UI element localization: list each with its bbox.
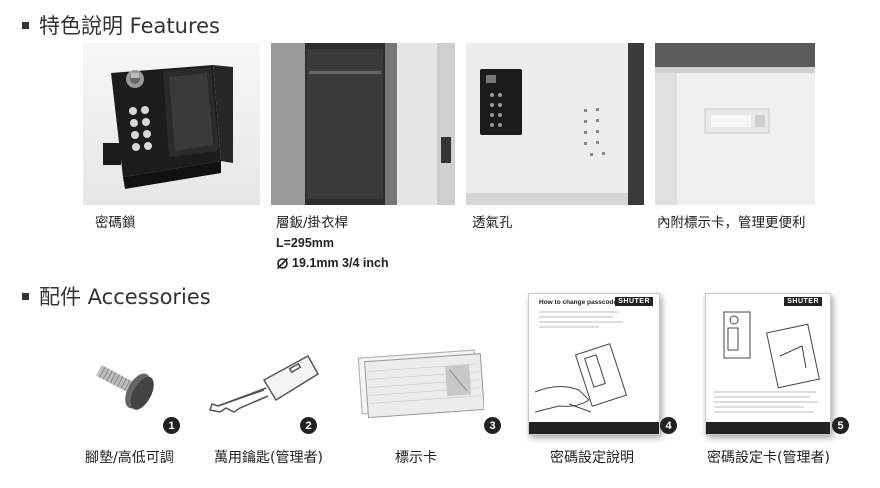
ventilation-image xyxy=(466,43,644,205)
label-holder-image xyxy=(655,43,815,205)
label-holder-photo xyxy=(655,43,815,205)
combination-lock-photo xyxy=(83,43,260,205)
feature-caption-label: 內附標示卡，管理更便利 xyxy=(657,215,806,231)
manual-heading: How to change passcode: xyxy=(539,299,620,306)
accessory-number-4: 4 xyxy=(660,417,677,434)
hanger-diameter-text: 19.1mm 3/4 inch xyxy=(292,256,389,270)
manual-illustration xyxy=(529,311,659,434)
card-brand-logo: SHUTER xyxy=(784,297,822,306)
diameter-icon xyxy=(276,257,289,269)
accessory-caption-key: 萬用鑰匙(管理者) xyxy=(214,450,323,466)
feature-caption-vent: 透氣孔 xyxy=(472,215,513,231)
manual-brand-logo: SHUTER xyxy=(615,297,653,306)
shelf-hanger-photo xyxy=(271,43,455,205)
accessory-number-3: 3 xyxy=(484,417,501,434)
accessories-title: 配件 Accessories xyxy=(22,281,211,311)
features-title: 特色說明 Features xyxy=(22,10,220,40)
combination-lock-image xyxy=(83,43,260,205)
accessories-title-text: 配件 Accessories xyxy=(39,285,211,309)
card-illustration xyxy=(706,311,830,434)
leveling-foot-image xyxy=(96,364,154,410)
accessory-caption-foot: 腳墊/高低可調 xyxy=(85,450,174,466)
features-title-text: 特色說明 Features xyxy=(39,14,220,38)
passcode-card-image: SHUTER xyxy=(705,293,831,435)
label-card-image xyxy=(357,349,484,419)
master-key-image xyxy=(209,354,320,413)
hanger-diameter-spec: 19.1mm 3/4 inch xyxy=(276,256,389,270)
shelf-length-spec: L=295mm xyxy=(276,236,335,250)
accessory-caption-manual: 密碼設定說明 xyxy=(550,450,634,466)
bullet-icon xyxy=(22,292,29,300)
feature-caption-shelf: 層鈑/掛衣桿 xyxy=(276,215,349,231)
accessory-caption-card: 標示卡 xyxy=(395,450,437,466)
shelf-hanger-image xyxy=(271,43,455,205)
accessory-number-1: 1 xyxy=(163,417,180,434)
bullet-icon xyxy=(22,21,29,29)
feature-caption-lock: 密碼鎖 xyxy=(95,215,136,231)
accessory-caption-setting-card: 密碼設定卡(管理者) xyxy=(707,450,830,466)
accessory-number-2: 2 xyxy=(300,417,317,434)
accessory-number-5: 5 xyxy=(832,417,849,434)
passcode-manual-image: How to change passcode: SHUTER xyxy=(528,293,660,435)
ventilation-photo xyxy=(466,43,644,205)
